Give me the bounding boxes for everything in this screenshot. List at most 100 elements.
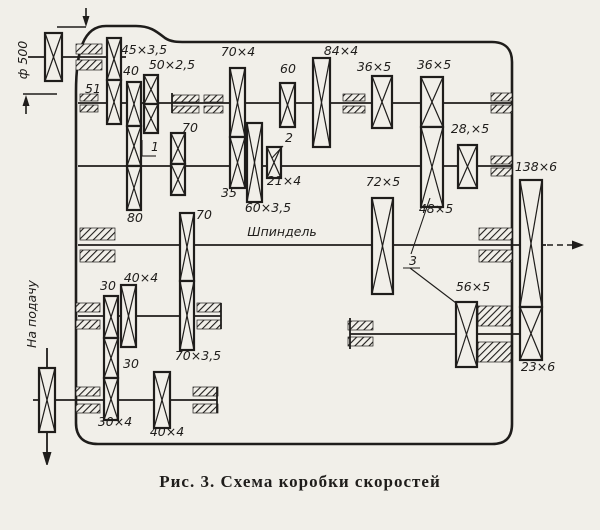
bearing-hatch-29 [477, 341, 512, 363]
label-21x4: 21×4 [267, 173, 301, 188]
bearing-hatch-8 [342, 93, 366, 102]
bearing-hatch-11 [490, 104, 513, 114]
label-84x4: 84×4 [324, 43, 358, 58]
gear-70-shaft3-upper-cross [170, 132, 186, 165]
gear-40-cross [126, 81, 142, 127]
label-70x3.5: 70×3,5 [175, 348, 221, 363]
leader-line-0 [271, 145, 284, 159]
gear-23x6-cross [519, 306, 543, 361]
gear-56x5-cross [455, 301, 478, 368]
bearing-hatch-20 [196, 302, 222, 313]
bearing-hatch-3 [79, 104, 99, 113]
label-50x2.5: 50×2,5 [149, 57, 195, 72]
gear-30x4-cross [103, 377, 119, 421]
gear-36x5-a-cross [371, 75, 393, 129]
gear-48x5-cross [420, 126, 444, 208]
label-30-b: 30 [123, 356, 139, 371]
bearing-hatch-4 [171, 94, 200, 103]
label-80: 80 [127, 210, 143, 225]
item-3: 3 [409, 253, 417, 268]
label-36x5-b: 36×5 [417, 57, 451, 72]
gearbox-kinematic-diagram: ф 500 На подачу Шпиндель 45×3,5 40 50×2,5 51 70… [15, 8, 584, 465]
belt-arrowhead-up [22, 95, 30, 106]
label-36x5-a: 36×5 [357, 59, 391, 74]
gear-80-cross [126, 165, 142, 211]
bearing-hatch-23 [75, 403, 101, 414]
label-spindle: Шпиндель [247, 224, 317, 239]
gear-40x4-b-cross [153, 371, 171, 429]
bearing-hatch-0 [75, 43, 103, 55]
gear-45x3.5-cross [106, 37, 122, 81]
label-60: 60 [280, 61, 296, 76]
gear-30-a-cross [103, 295, 119, 339]
bearing-hatch-14 [79, 227, 116, 241]
bearing-hatch-24 [192, 386, 219, 397]
gear-36x5-b-cross [420, 76, 444, 128]
label-51: 51 [85, 81, 101, 96]
leader-line-2 [409, 267, 457, 304]
bearing-hatch-17 [478, 249, 513, 263]
gear-feed-output-cross [38, 367, 56, 433]
bearing-hatch-1 [75, 59, 103, 71]
item-1: 1 [151, 139, 159, 154]
label-30-a: 30 [100, 278, 116, 293]
bearing-hatch-22 [75, 386, 101, 397]
gear-50x2.5-lower-cross [143, 103, 159, 134]
gear-72x5-cross [371, 197, 394, 295]
bearing-hatch-21 [196, 319, 222, 330]
gear-70-shaft3-lower-cross [170, 163, 186, 196]
gear-28x5-cross [457, 144, 478, 189]
gear-50x2.5-upper-cross [143, 74, 159, 105]
gear-60-cross [279, 82, 296, 128]
pulley-500-cross [44, 32, 63, 82]
gear-30-b-cross [103, 337, 119, 379]
gear-35-cross [229, 136, 246, 189]
bearing-hatch-26 [347, 320, 374, 331]
bearing-hatch-5 [171, 105, 200, 114]
label-40: 40 [123, 63, 139, 78]
bearing-hatch-13 [490, 167, 513, 177]
label-45x3.5: 45×3,5 [121, 42, 167, 57]
bearing-hatch-2 [79, 93, 99, 102]
gear-51-cross [106, 79, 122, 125]
bearing-hatch-27 [347, 336, 374, 347]
label-48x5: 48×5 [419, 201, 453, 216]
label-40x4-a: 40×4 [124, 270, 158, 285]
label-56x5: 56×5 [456, 279, 490, 294]
label-138x6: 138×6 [515, 159, 557, 174]
bearing-hatch-15 [79, 249, 116, 263]
item-2: 2 [285, 130, 293, 145]
spindle-arrowhead-right [572, 240, 584, 250]
label-feed-output: На подачу [24, 279, 39, 348]
gear-84x4-cross [312, 57, 331, 148]
label-28x5: 28,×5 [451, 121, 489, 136]
belt-arrowhead-down [82, 16, 90, 27]
label-35: 35 [221, 185, 237, 200]
label-pulley-diameter: ф 500 [15, 41, 30, 80]
label-60x3.5: 60×3,5 [245, 200, 291, 215]
label-72x5: 72×5 [366, 174, 400, 189]
housing-outline [74, 24, 514, 446]
gear-70-spindle-cross [179, 212, 195, 282]
label-40x4-b: 40×4 [150, 424, 184, 439]
bearing-hatch-6 [203, 94, 224, 103]
bearing-hatch-7 [203, 105, 224, 114]
gear-40x4-a-cross [120, 284, 137, 348]
gear-60x3.5-cross [246, 122, 263, 203]
leader-line-1 [410, 197, 431, 255]
bearing-hatch-18 [75, 302, 101, 313]
label-70x4: 70×4 [221, 44, 255, 59]
gear-block-80-upper-cross [126, 125, 142, 167]
bearing-hatch-25 [192, 403, 219, 414]
figure-caption: Рис. 3. Схема коробки скоростей [159, 472, 441, 491]
bearing-hatch-16 [478, 227, 513, 241]
feed-arrowhead-down [42, 452, 52, 465]
gear-70x4-cross [229, 67, 246, 138]
bearing-hatch-19 [75, 319, 101, 330]
gear-70x3.5-cross [179, 280, 195, 351]
bearing-hatch-9 [342, 105, 366, 114]
label-23x6: 23×6 [521, 359, 555, 374]
bearing-hatch-28 [477, 305, 512, 327]
bearing-hatch-10 [490, 92, 513, 102]
